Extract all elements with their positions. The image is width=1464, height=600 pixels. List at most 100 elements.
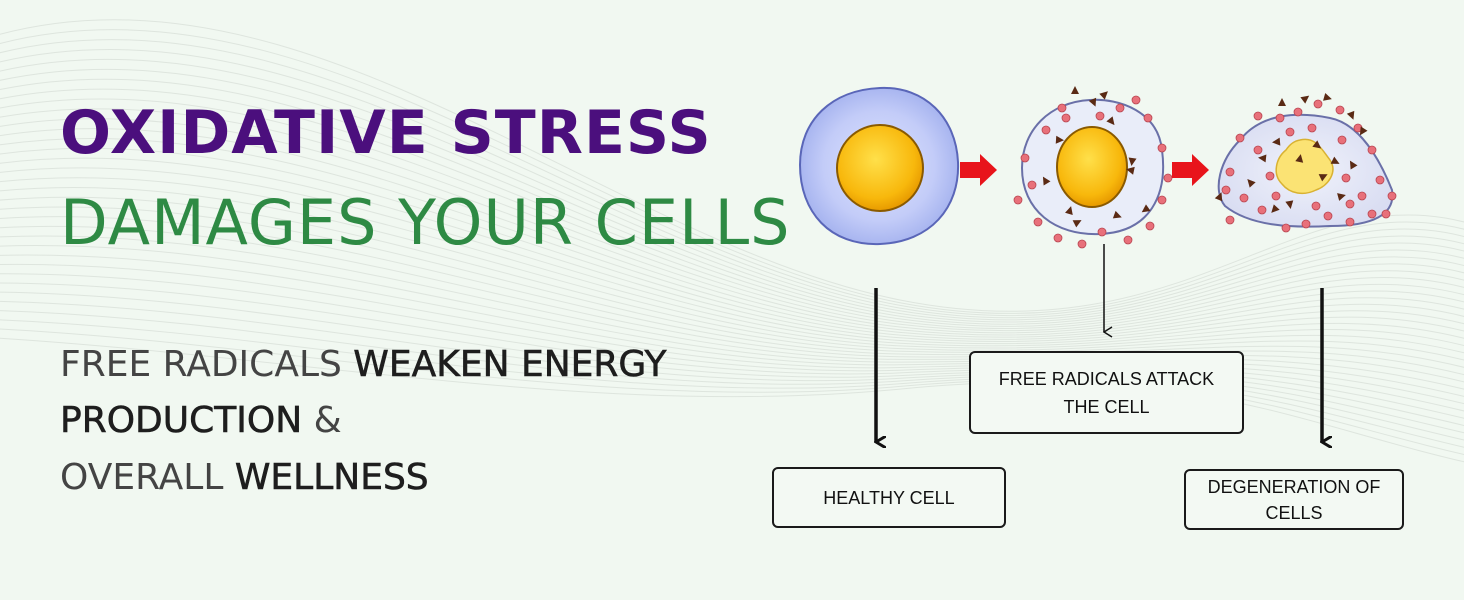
wave-line (0, 263, 1464, 405)
wave-line (0, 186, 1464, 349)
free-radical-dot (1323, 211, 1333, 221)
healthy-cell-nucleus (836, 124, 924, 212)
free-radical-triangle (1337, 193, 1346, 201)
red-arrow-icon (960, 154, 997, 186)
free-radical-dot (1053, 233, 1063, 243)
wave-line (0, 216, 1464, 368)
wave-line (0, 157, 1464, 343)
degenerated-cell-nucleus (1275, 138, 1334, 195)
free-radical-dot (1157, 195, 1167, 205)
wave-line (0, 337, 1464, 463)
wave-line (0, 196, 1464, 354)
free-radical-triangle (1072, 220, 1082, 228)
wave-line (0, 137, 1464, 338)
subtext-overall: OVERALL (60, 457, 235, 498)
wave-line (0, 319, 1464, 448)
free-radical-dot (1115, 103, 1125, 113)
wave-line (0, 68, 1464, 323)
wave-line (0, 206, 1464, 361)
free-radical-dot (1281, 223, 1291, 233)
free-radical-dot (1367, 145, 1377, 155)
subtext-free-radicals: FREE RADICALS (60, 344, 354, 385)
free-radical-dot (1301, 219, 1311, 229)
wave-line (0, 282, 1464, 419)
free-radical-triangle (1346, 110, 1355, 120)
free-radical-triangle (1312, 140, 1322, 149)
wave-line (0, 177, 1464, 347)
free-radical-triangle (1088, 97, 1097, 107)
free-radical-dot (1143, 113, 1153, 123)
subtext-production: PRODUCTION (60, 400, 314, 442)
free-radical-dot (1367, 209, 1377, 219)
free-radical-triangle (1349, 160, 1358, 170)
free-radical-dot (1275, 113, 1285, 123)
wave-line (0, 225, 1464, 376)
label-healthy-cell: HEALTHY CELL (772, 467, 1006, 528)
wave-line (0, 244, 1464, 390)
free-radical-dot (1131, 95, 1141, 105)
free-radical-triangle (1055, 135, 1064, 144)
free-radicals-degenerating (1214, 93, 1397, 233)
free-radical-dot (1033, 217, 1043, 227)
headline-damages-your-cells: DAMAGES YOUR CELLS (60, 186, 791, 259)
wave-line (0, 98, 1464, 330)
free-radical-dot (1337, 135, 1347, 145)
free-radical-triangle (1330, 156, 1340, 164)
wave-line (0, 29, 1464, 314)
free-radicals-attacking (1013, 86, 1173, 249)
free-radical-dot (1271, 191, 1281, 201)
free-radical-dot (1095, 111, 1105, 121)
wave-line (0, 273, 1464, 412)
wave-line (0, 49, 1464, 319)
free-radical-dot (1041, 125, 1051, 135)
free-radical-triangle (1359, 126, 1368, 136)
label-degeneration-line-1: DEGENERATION OF (1207, 476, 1381, 497)
label-attack-line-1: FREE RADICALS ATTACK (998, 368, 1215, 389)
free-radical-dot (1313, 99, 1323, 109)
subtext-weaken-energy: WEAKEN ENERGY (353, 344, 667, 386)
subtext-line-2: PRODUCTION & (60, 400, 342, 442)
free-radical-triangle (1318, 174, 1328, 182)
free-radical-triangle (1065, 206, 1073, 215)
free-radical-dot (1163, 173, 1173, 183)
free-radical-dot (1257, 205, 1267, 215)
free-radical-triangle (1042, 176, 1051, 186)
wave-line (0, 328, 1464, 456)
free-radical-triangle (1278, 98, 1286, 106)
free-radical-triangle (1099, 91, 1108, 100)
free-radical-triangle (1272, 137, 1281, 146)
label-healthy-cell-text: HEALTHY CELL (823, 487, 955, 508)
free-radical-dot (1027, 180, 1037, 190)
degenerated-cell-illustration (1214, 93, 1397, 233)
free-radical-triangle (1258, 154, 1267, 163)
free-radical-dot (1239, 193, 1249, 203)
free-radical-dot (1381, 209, 1391, 219)
free-radical-dot (1357, 191, 1367, 201)
free-radical-dot (1387, 191, 1397, 201)
free-radical-triangle (1128, 157, 1137, 166)
label-degeneration-of-cells: DEGENERATION OF CELLS (1184, 469, 1404, 530)
red-arrow-icon (1172, 154, 1209, 186)
free-radical-dot (1311, 201, 1321, 211)
wave-line (0, 108, 1464, 332)
subtext-line-1: FREE RADICALS WEAKEN ENERGY (60, 344, 667, 386)
free-radical-dot (1285, 127, 1295, 137)
free-radical-dot (1225, 215, 1235, 225)
free-radical-triangle (1214, 192, 1223, 202)
free-radical-triangle (1071, 86, 1079, 94)
attacked-cell-illustration (1013, 86, 1173, 249)
free-radical-dot (1253, 111, 1263, 121)
wave-line (0, 254, 1464, 397)
free-radical-dot (1345, 199, 1355, 209)
free-radical-triangle (1106, 116, 1115, 126)
free-radical-dot (1345, 217, 1355, 227)
wave-line (0, 128, 1464, 336)
wave-line (0, 19, 1464, 312)
free-radical-dot (1375, 175, 1385, 185)
wave-line (0, 300, 1464, 434)
free-radical-dot (1307, 123, 1317, 133)
wave-line (0, 59, 1464, 321)
free-radical-dot (1020, 153, 1030, 163)
label-free-radicals-attack: FREE RADICALS ATTACK THE CELL (969, 351, 1244, 434)
